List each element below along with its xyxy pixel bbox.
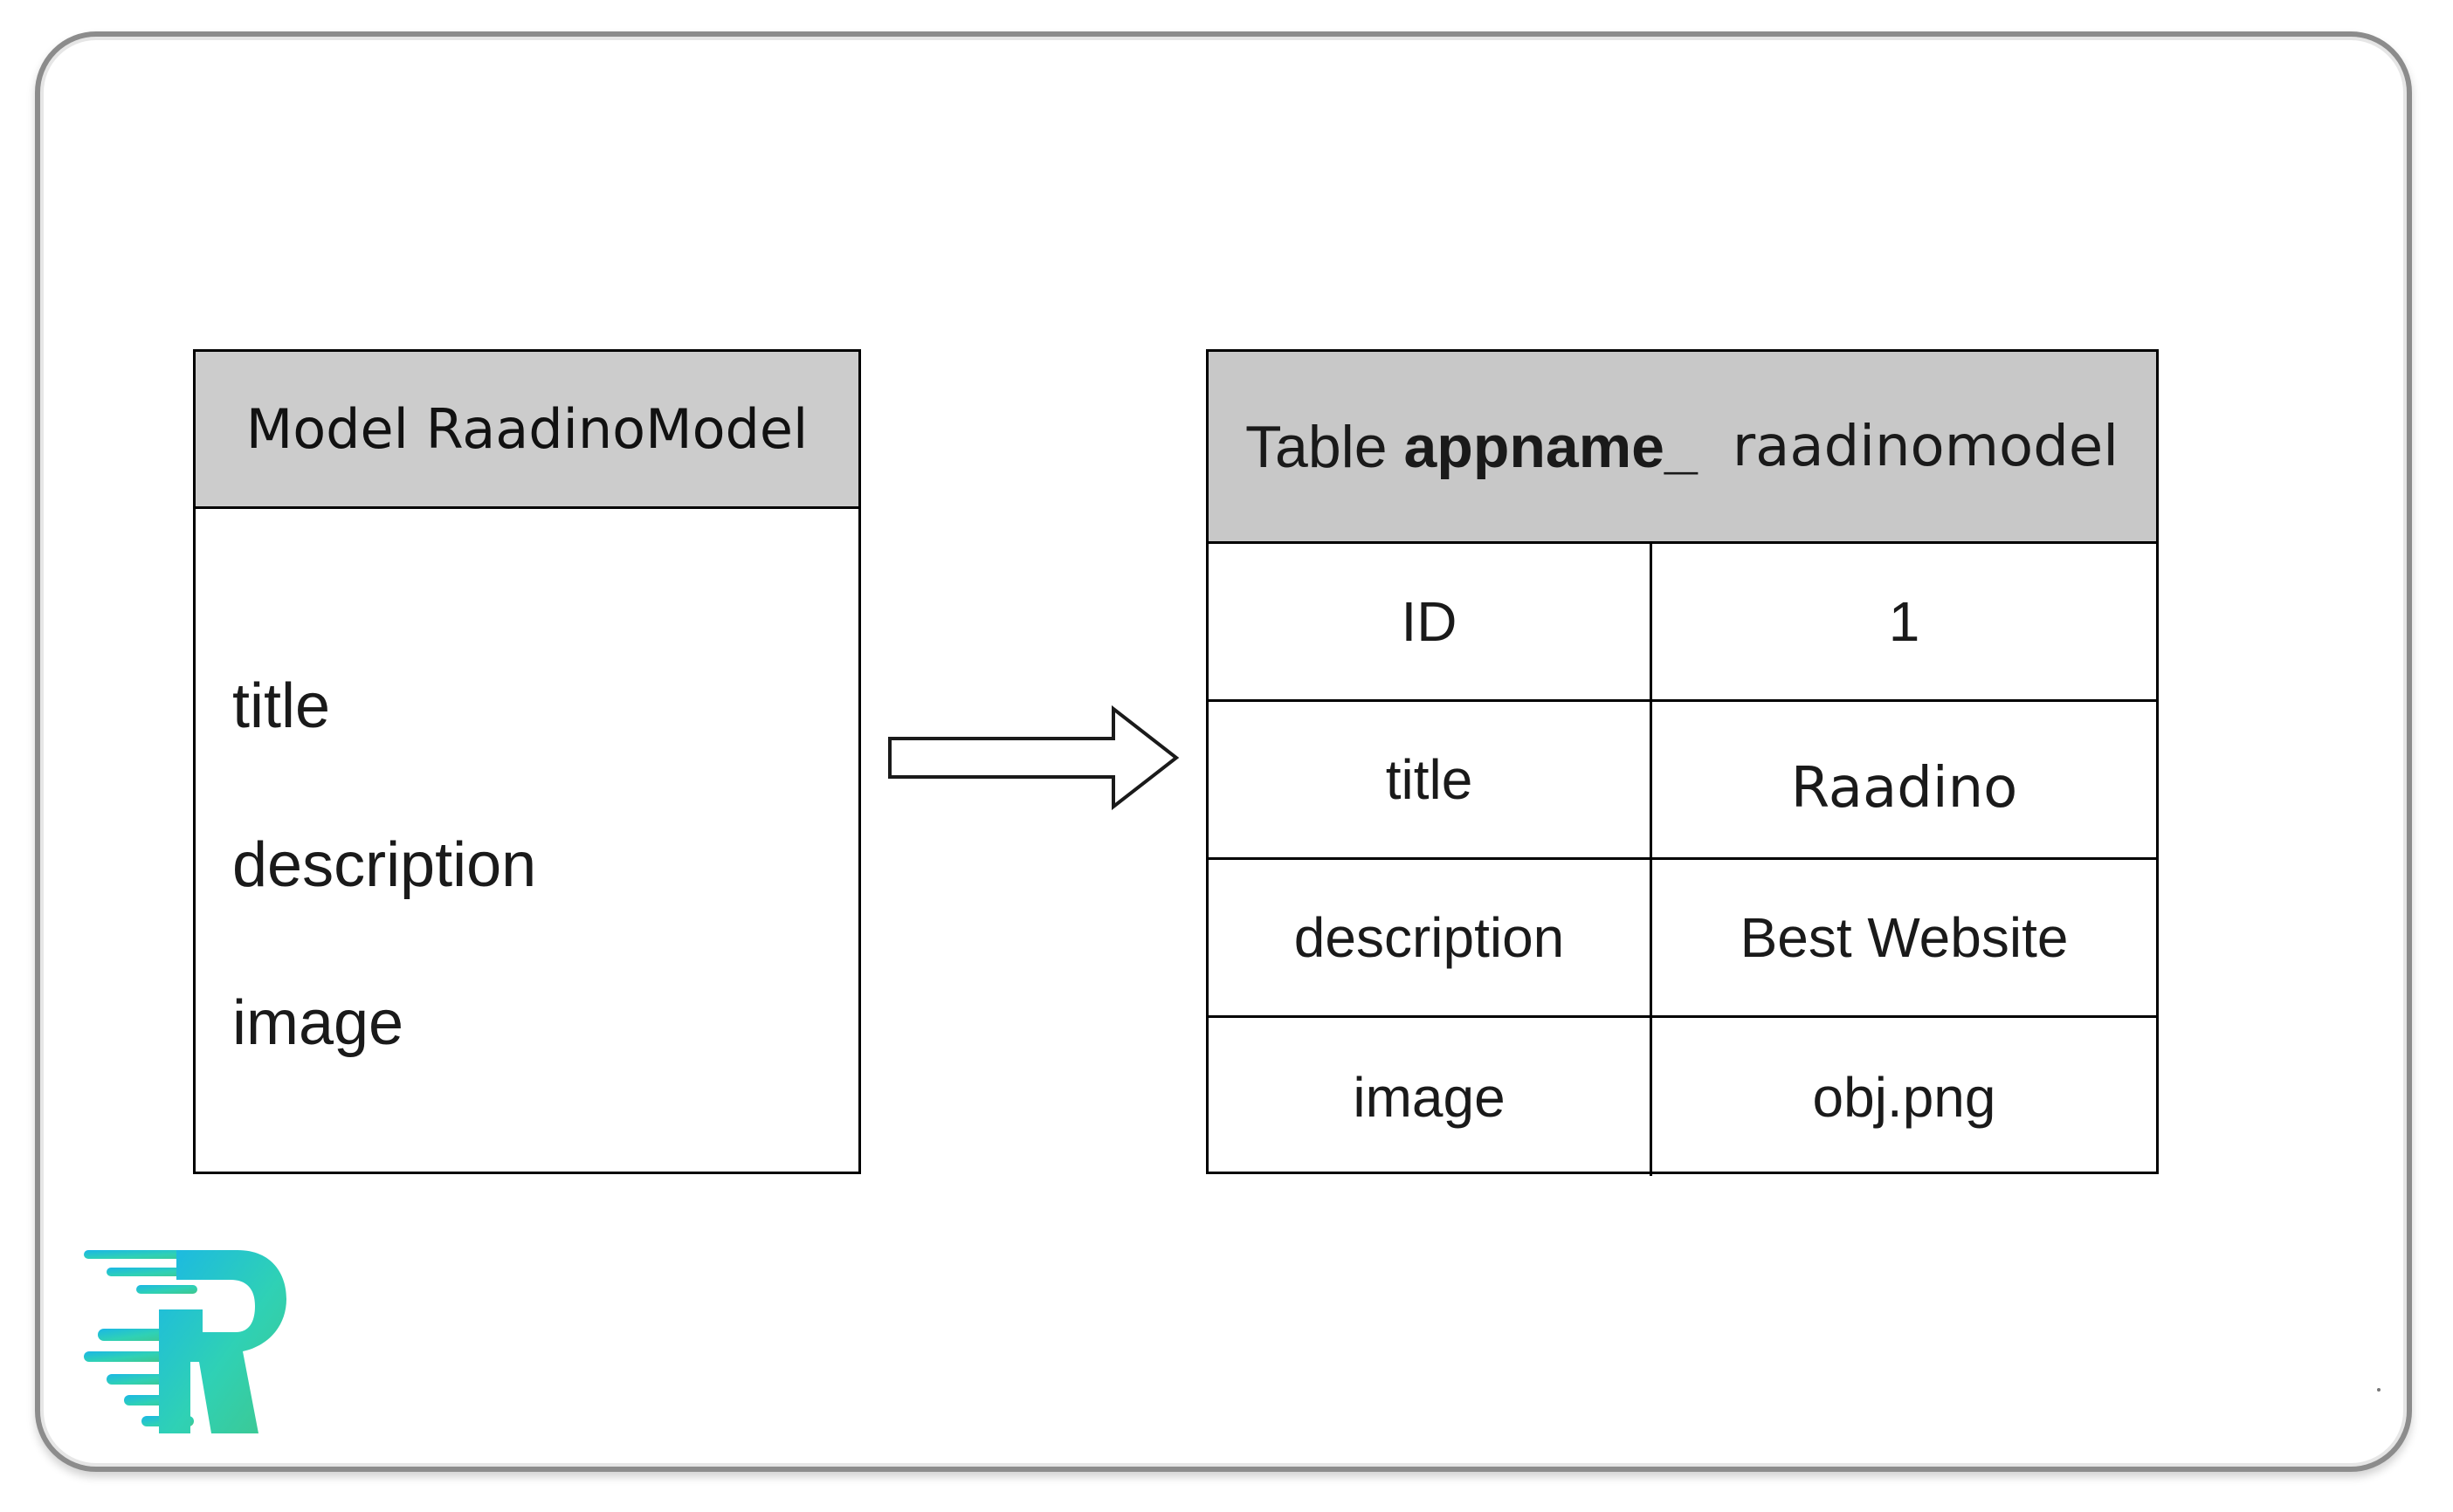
table-value-cell: Raadino [1790,756,2018,821]
table-key-cell: image [1209,1018,1652,1176]
table-key-cell: ID [1209,544,1652,699]
model-field: description [232,830,537,900]
stray-dot [2377,1388,2381,1392]
model-header: Model RaadinoModel [196,352,858,509]
table-key-cell: description [1209,860,1652,1015]
table-key-cell: title [1209,702,1652,857]
table-row: ID 1 [1209,544,2156,702]
model-field: image [232,988,404,1058]
model-field: title [232,671,331,741]
raadino-logo-icon [84,1250,286,1433]
db-table: Table appname_ raadinomodel ID 1 title R… [1206,349,2159,1176]
table-value-cell: 1 [1888,590,1920,653]
table-header-appname: appname_ [1403,413,1698,480]
table-value-cell: Best Website [1740,906,2069,969]
table-header: Table appname_ raadinomodel [1209,352,2156,544]
model-box: Model RaadinoModel title description ima… [193,349,861,1174]
right-arrow-icon [888,705,1180,810]
table-row: image obj.png [1209,1018,2156,1176]
table-row: title Raadino [1209,702,2156,860]
table-value-cell: obj.png [1812,1065,1996,1129]
table-header-model: raadinomodel [1732,414,2119,479]
table-header-prefix: Table [1245,413,1404,480]
table-row: description Best Website [1209,860,2156,1018]
